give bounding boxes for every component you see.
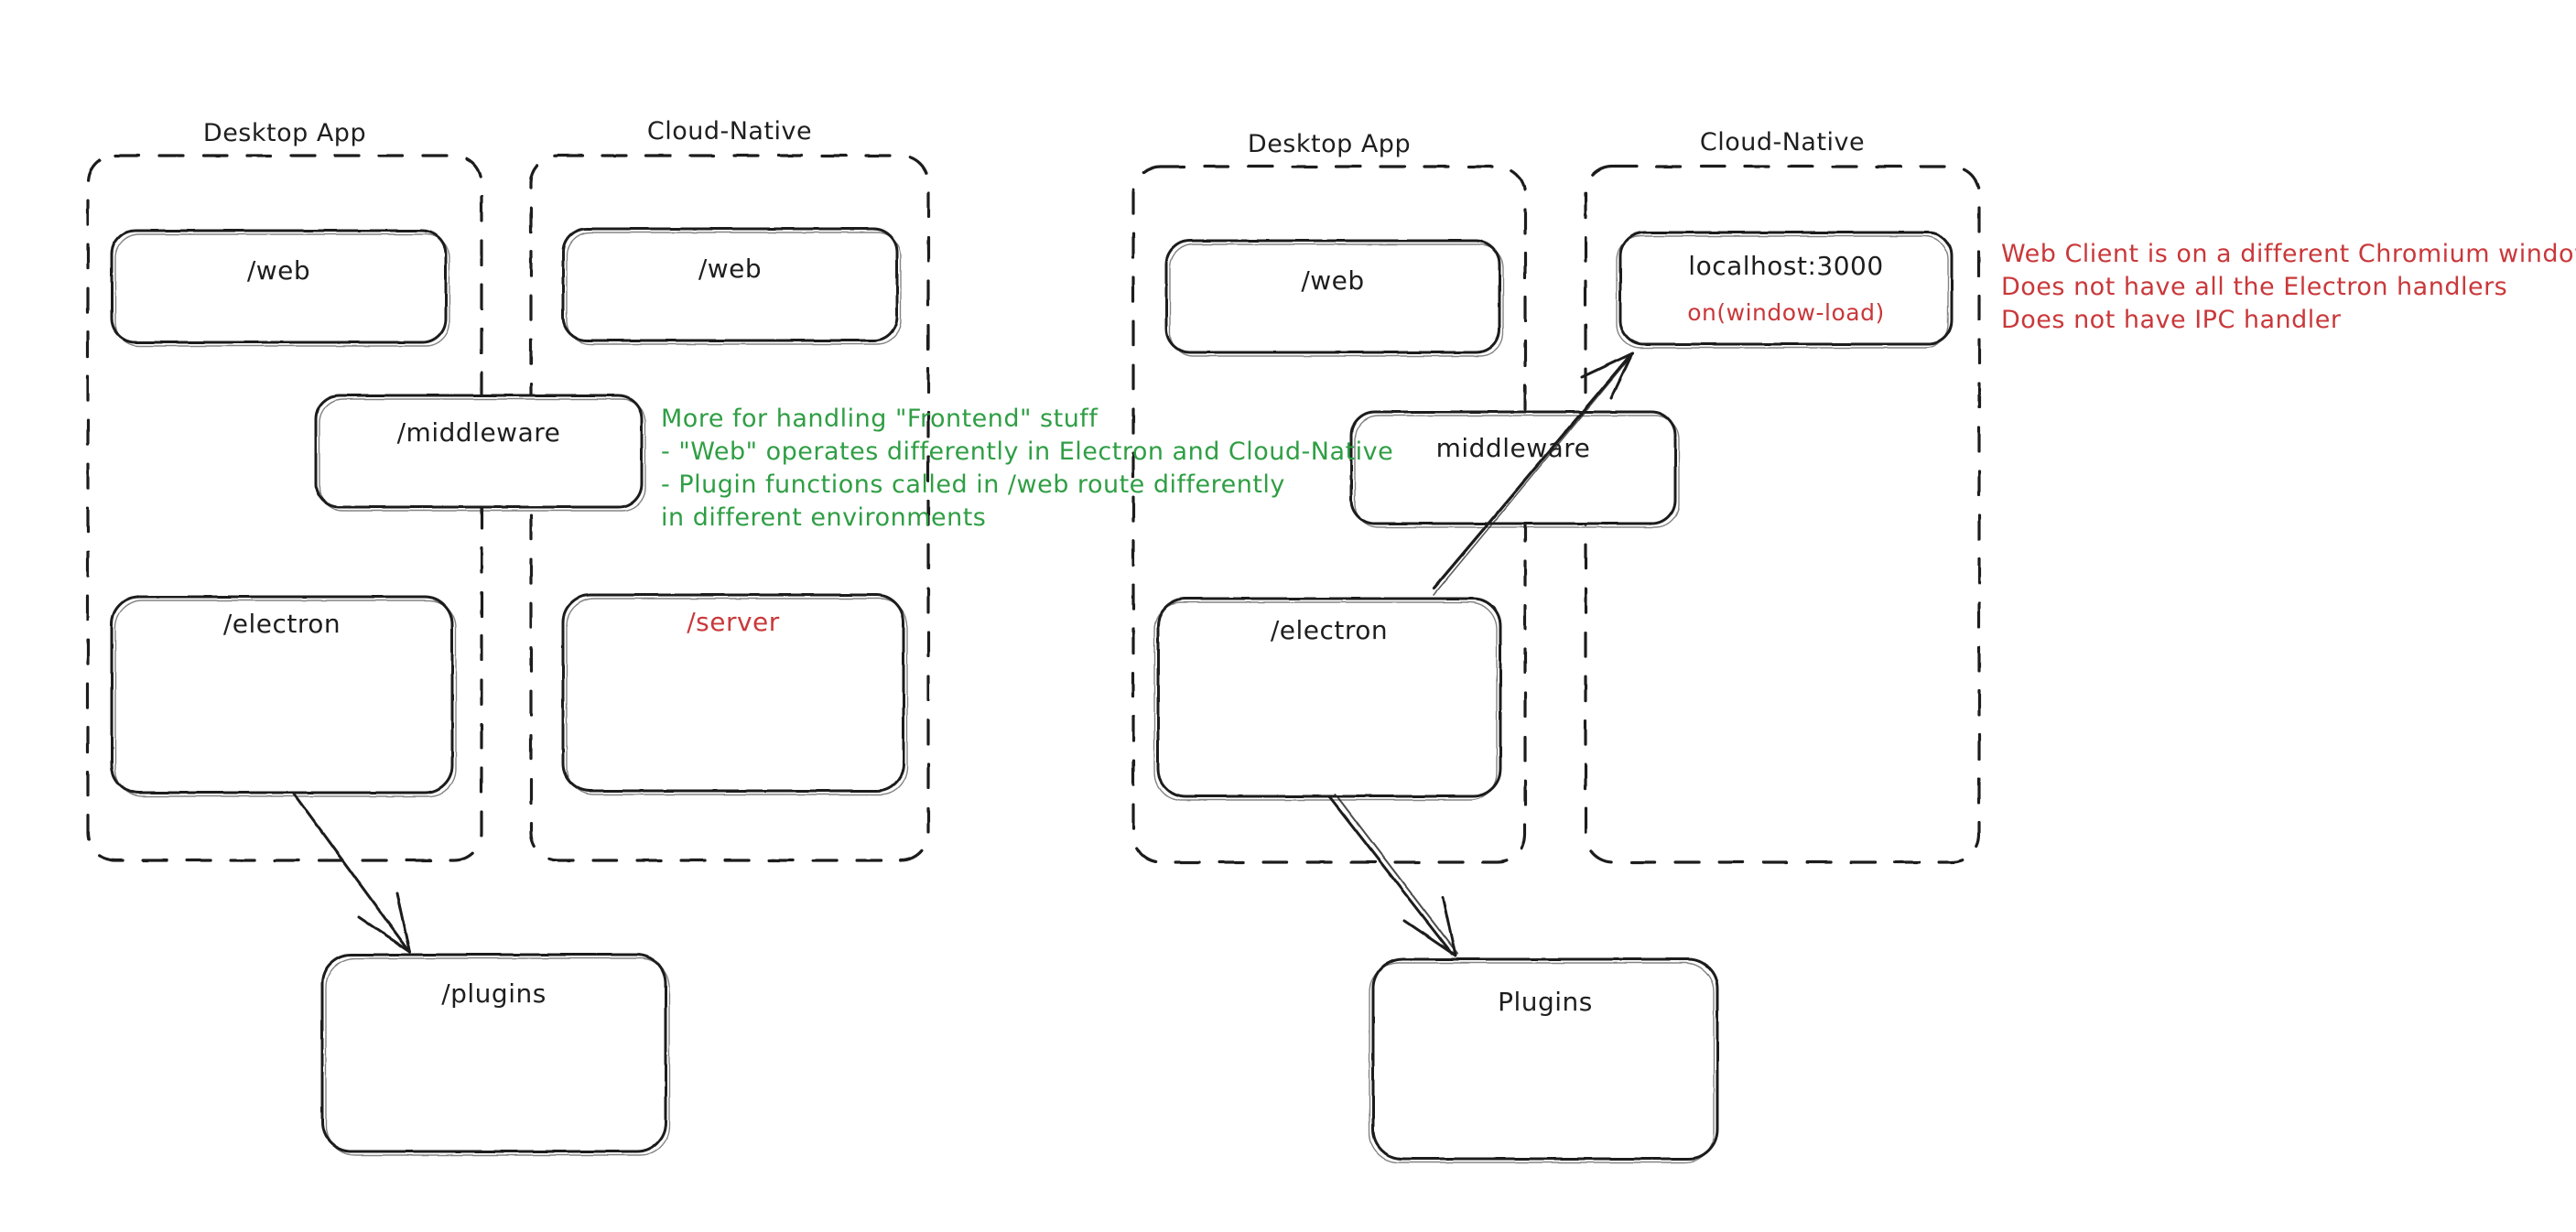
node-left-electron-label: /electron [222,609,341,639]
node-left-electron[interactable] [110,595,457,797]
right-desktop-app-title: Desktop App [1247,130,1412,158]
node-right-desktop-web-label: /web [1301,265,1365,296]
right-cloud-native-title: Cloud-Native [1699,128,1866,157]
node-right-localhost[interactable] [1616,231,1954,349]
node-left-plugins-label: /plugins [441,978,547,1009]
node-left-cloud-web[interactable] [561,227,902,345]
node-left-middleware-label: /middleware [396,417,561,448]
node-right-localhost-label: localhost:3000 [1688,251,1884,281]
green-annotation: More for handling "Frontend" stuff - "We… [661,405,1394,532]
node-right-plugins-label: Plugins [1498,987,1593,1017]
right-desktop-app-container [1131,165,1527,864]
node-left-desktop-web[interactable] [110,229,450,347]
node-right-middleware[interactable] [1349,410,1680,528]
arrow-right-electron-to-plugins [1327,794,1458,957]
node-left-cloud-web-label: /web [698,254,763,284]
left-cloud-native-title: Cloud-Native [646,117,813,146]
node-left-server[interactable] [561,593,908,795]
node-right-localhost-sublabel: on(window-load) [1687,299,1885,326]
node-left-desktop-web-label: /web [246,255,311,286]
node-right-middleware-label: middleware [1435,433,1591,463]
left-desktop-app-title: Desktop App [202,119,367,147]
red-annotation: Web Client is on a different Chromium wi… [2001,240,2576,334]
arrow-right-electron-to-localhost [1432,351,1634,596]
node-left-server-label: /server [687,607,780,637]
arrow-left-electron-to-plugins [291,791,412,954]
node-right-desktop-web[interactable] [1164,239,1504,357]
left-cloud-native-container [529,154,930,862]
node-left-middleware[interactable] [314,394,646,512]
node-right-plugins[interactable] [1369,957,1719,1163]
node-left-plugins[interactable] [320,953,670,1156]
node-right-electron-label: /electron [1270,615,1389,645]
